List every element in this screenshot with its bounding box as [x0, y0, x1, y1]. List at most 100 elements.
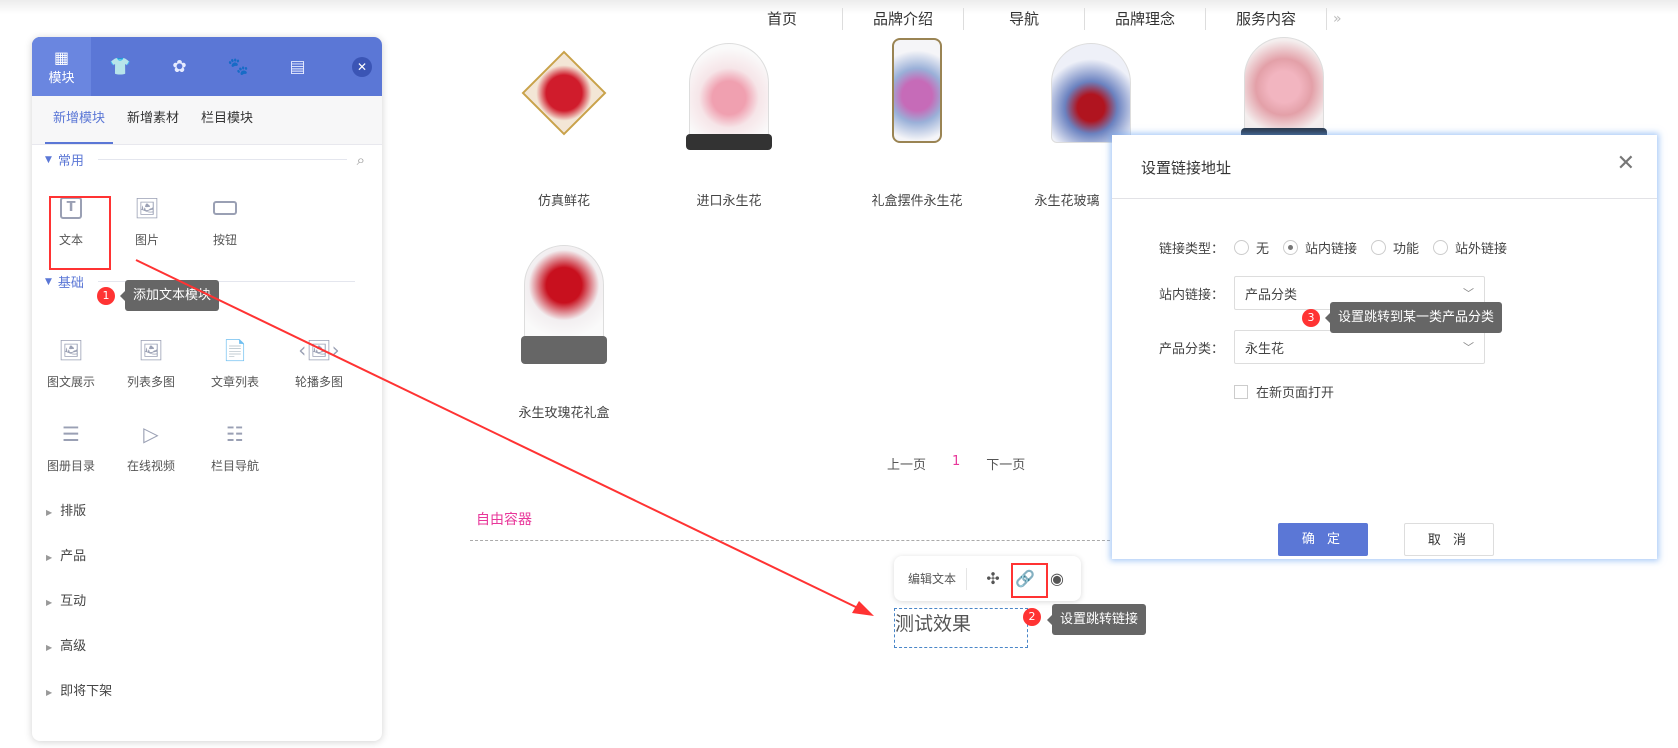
document-icon: 📄 — [222, 338, 248, 362]
group-label: 高级 — [60, 639, 87, 654]
image-icon: 🖼 — [134, 196, 160, 220]
layout-icon: ▤ — [289, 56, 306, 77]
radio-none[interactable]: 无 — [1234, 238, 1269, 257]
section-basic-label: 基础 — [57, 276, 84, 291]
group-layout[interactable]: ▶排版 — [46, 500, 86, 519]
tab-layout[interactable]: ▤ — [268, 37, 327, 96]
radio-label: 功能 — [1393, 242, 1420, 257]
product-image — [1036, 38, 1146, 156]
top-shadow — [0, 0, 1678, 14]
radio-internal[interactable]: 站内链接 — [1283, 238, 1357, 257]
eye-icon[interactable]: ◉ — [1050, 569, 1064, 588]
link-settings-dialog: 设置链接地址 ✕ 链接类型： 无 站内链接 功能 站外链接 站内链接： 产品分类… — [1112, 135, 1657, 559]
current-page[interactable]: 1 — [952, 454, 961, 469]
pinwheel-icon[interactable]: ✣ — [986, 569, 1000, 588]
module-label: 文本 — [58, 233, 83, 247]
module-column-nav[interactable]: ☷栏目导航 — [200, 421, 270, 474]
product-name[interactable]: 仿真鲜花 — [537, 194, 590, 209]
section-common[interactable]: ▼ 常用 ⌕ — [45, 150, 365, 170]
product-card[interactable]: 礼盒摆件永生花 — [837, 38, 997, 209]
module-text[interactable]: T 文本 — [36, 195, 106, 248]
module-album[interactable]: ☰ 图册目录 — [36, 421, 106, 474]
panel-subtabs: 新增模块 新增素材 栏目模块 — [32, 96, 382, 145]
product-card[interactable]: 永生玫瑰花礼盒 — [484, 240, 644, 421]
tab-paw[interactable]: 🐾 — [209, 37, 268, 96]
nav-item-brand-concept[interactable]: 品牌理念 — [1085, 8, 1206, 30]
shirt-icon: 👕 — [109, 56, 132, 77]
chevron-down-icon: ﹀ — [1463, 341, 1474, 354]
new-page-row[interactable]: 在新页面打开 — [1234, 382, 1334, 401]
group-deprecated[interactable]: ▶即将下架 — [46, 680, 112, 699]
nav-item-brand-intro[interactable]: 品牌介绍 — [843, 8, 964, 30]
new-page-checkbox[interactable] — [1234, 384, 1248, 399]
module-image[interactable]: 🖼 图片 — [112, 195, 182, 248]
module-label: 栏目导航 — [210, 459, 259, 473]
nav-item-home[interactable]: 首页 — [722, 8, 843, 30]
annotation-badge-3: 3 — [1302, 309, 1320, 327]
module-label: 图文展示 — [46, 375, 95, 389]
radio-external[interactable]: 站外链接 — [1433, 238, 1507, 257]
radio-label: 站内链接 — [1305, 242, 1358, 257]
module-label: 图片 — [134, 233, 159, 247]
group-advanced[interactable]: ▶高级 — [46, 635, 86, 654]
product-name[interactable]: 永生玫瑰花礼盒 — [518, 406, 610, 421]
play-icon: ▷ — [143, 422, 159, 446]
module-video[interactable]: ▷在线视频 — [116, 421, 186, 474]
section-common-label: 常用 — [57, 154, 84, 169]
link-icon[interactable]: 🔗 — [1015, 569, 1035, 588]
text-module[interactable]: 测试效果 — [894, 608, 1028, 648]
group-product[interactable]: ▶产品 — [46, 545, 86, 564]
module-label: 列表多图 — [126, 375, 175, 389]
subtab-column-module[interactable]: 栏目模块 — [201, 111, 254, 126]
album-icon: ☰ — [62, 422, 80, 446]
product-image — [862, 38, 972, 156]
module-list-images[interactable]: 🖼列表多图 — [116, 337, 186, 390]
module-label: 图册目录 — [46, 459, 95, 473]
nav-item-services[interactable]: 服务内容 — [1206, 8, 1327, 30]
tab-theme[interactable]: 👕 — [91, 37, 150, 96]
new-page-label: 在新页面打开 — [1256, 386, 1335, 401]
edit-text-button[interactable]: 编辑文本 — [908, 572, 957, 586]
subtab-new-module[interactable]: 新增模块 — [45, 96, 114, 144]
site-nav: 首页 品牌介绍 导航 品牌理念 服务内容 » — [722, 8, 1353, 30]
close-icon[interactable]: ✕ — [352, 56, 372, 77]
annotation-tooltip-3: 设置跳转到某一类产品分类 — [1324, 302, 1503, 333]
product-card[interactable]: 永生花玻璃 — [1011, 38, 1171, 209]
search-icon[interactable]: ⌕ — [356, 150, 365, 169]
product-name[interactable]: 礼盒摆件永生花 — [871, 194, 963, 209]
tab-settings[interactable]: ✿ — [150, 37, 209, 96]
product-card[interactable]: 仿真鲜花 — [484, 38, 644, 209]
double-chevron-right-icon[interactable]: » — [1333, 11, 1342, 27]
annotation-tooltip-2: 设置跳转链接 — [1046, 604, 1147, 635]
module-article-list[interactable]: 📄文章列表 — [200, 337, 270, 390]
panel-header: ▦ 模块 👕 ✿ 🐾 ▤ ✕ — [32, 37, 382, 96]
nav-item-navigation[interactable]: 导航 — [964, 8, 1085, 30]
tab-modules-label: 模块 — [48, 70, 75, 86]
product-name[interactable]: 进口永生花 — [696, 194, 762, 209]
confirm-button[interactable]: 确 定 — [1278, 523, 1368, 556]
select-value: 永生花 — [1245, 341, 1285, 357]
group-interaction[interactable]: ▶互动 — [46, 590, 86, 609]
category-select[interactable]: 永生花 ﹀ — [1234, 330, 1485, 364]
subtab-new-material[interactable]: 新增素材 — [127, 111, 180, 126]
tab-modules[interactable]: ▦ 模块 — [32, 37, 91, 96]
product-card[interactable]: 进口永生花 — [649, 38, 809, 209]
dialog-title: 设置链接地址 — [1141, 159, 1232, 177]
category-row: 产品分类： 永生花 ﹀ — [1159, 330, 1485, 364]
radio-function[interactable]: 功能 — [1371, 238, 1419, 257]
caret-down-icon: ▼ — [45, 154, 52, 165]
text-icon: T — [36, 195, 106, 221]
module-image-text[interactable]: 🖼图文展示 — [36, 337, 106, 390]
free-container-label: 自由容器 — [476, 512, 532, 528]
cancel-button[interactable]: 取 消 — [1404, 523, 1494, 556]
prev-page-link[interactable]: 上一页 — [887, 458, 927, 473]
divider — [966, 567, 968, 590]
module-button[interactable]: 按钮 — [190, 195, 260, 248]
highlight-link-button — [1011, 563, 1048, 598]
product-name[interactable]: 永生花玻璃 — [1034, 194, 1100, 209]
chevron-down-icon: ﹀ — [1463, 287, 1474, 300]
category-label: 产品分类： — [1159, 341, 1225, 357]
close-icon[interactable]: ✕ — [1616, 151, 1635, 176]
section-basic[interactable]: ▼ 基础 — [45, 272, 365, 291]
next-page-link[interactable]: 下一页 — [986, 458, 1026, 473]
